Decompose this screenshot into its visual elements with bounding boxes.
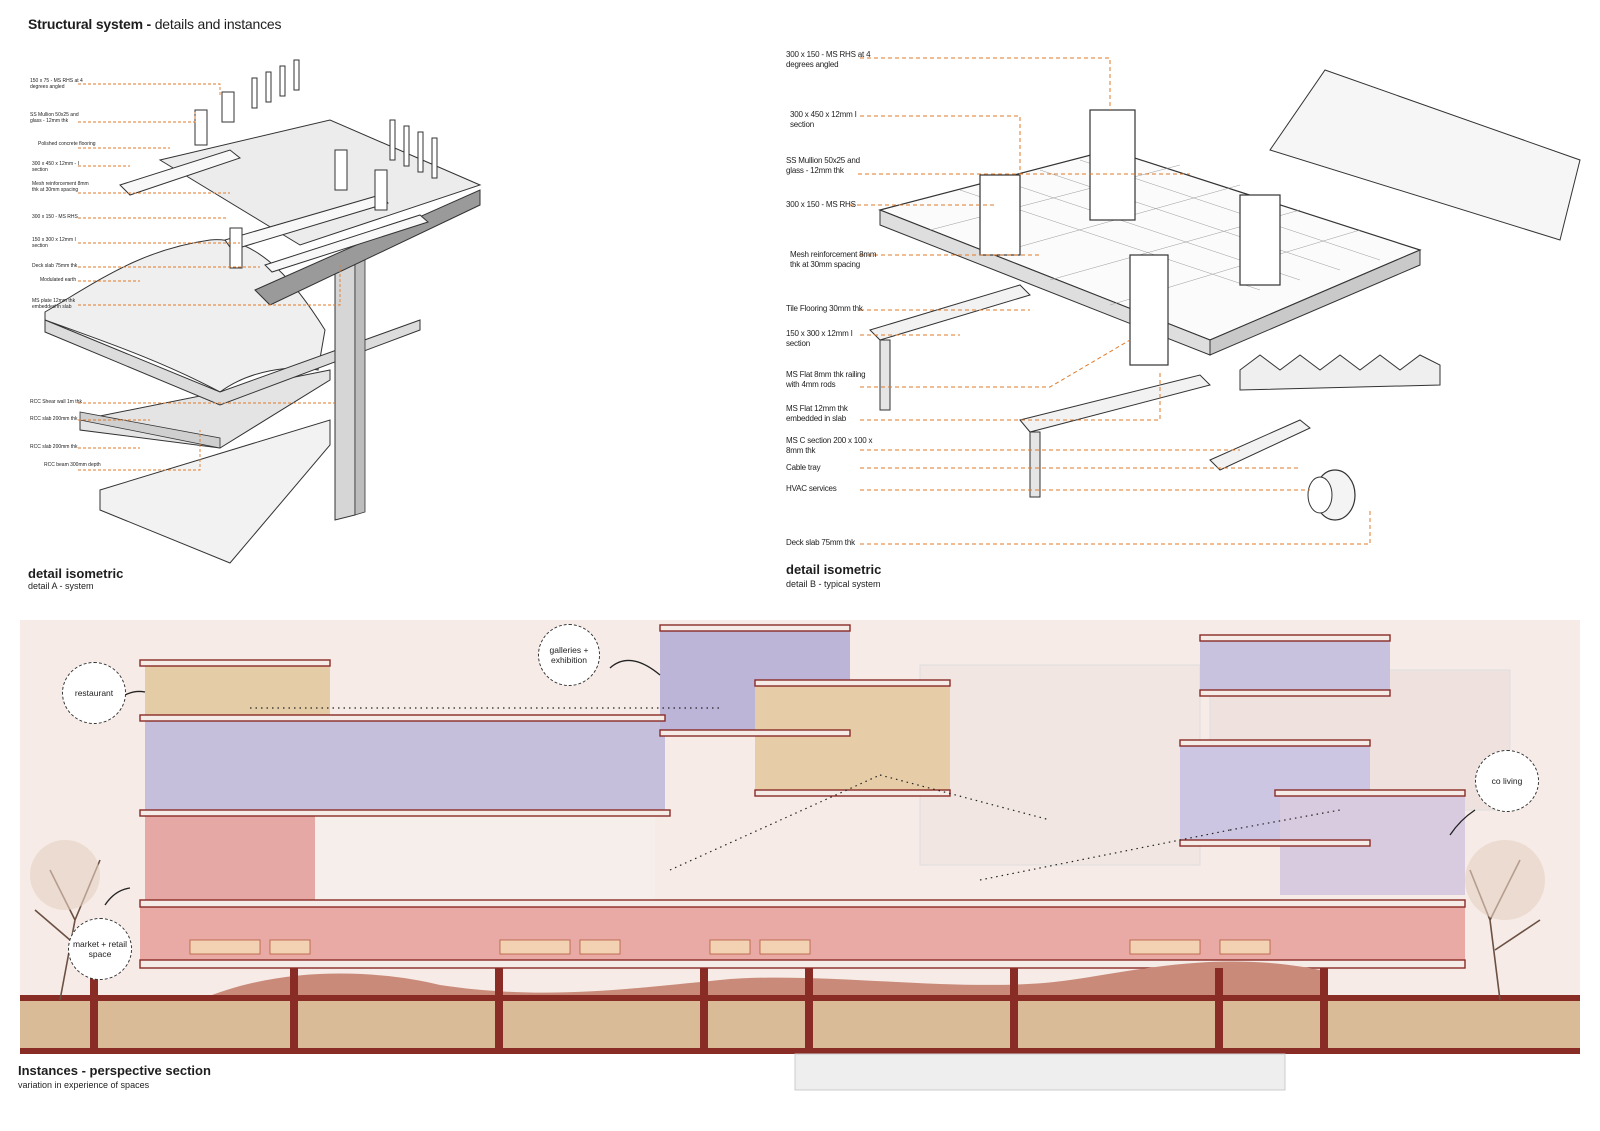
detail-b-panel: 300 x 150 - MS RHS at 4 degrees angled 3… [780, 40, 1581, 600]
restaurant-space [145, 665, 330, 715]
corrugated-deck [1239, 354, 1441, 391]
page-title: Structural system - details and instance… [28, 16, 281, 32]
detail-a-label-14: RCC beam 300mm depth [44, 462, 101, 468]
market-level [140, 905, 1465, 965]
rhs-column-3 [334, 149, 348, 191]
hvac-duct-inner [1307, 476, 1333, 514]
i-beam-web-1 [879, 339, 891, 411]
detail-b-title: detail isometric [786, 562, 882, 577]
detail-a-label-1: 150 x 75 - MS RHS at 4 degrees angled [30, 78, 83, 90]
detail-a-label-6: 300 x 150 - MS RHS [32, 214, 78, 220]
title-bold: Structural system - [28, 16, 155, 32]
detail-b-label-4: 300 x 150 - MS RHS [786, 200, 856, 209]
basement-foundation [794, 1053, 1286, 1091]
i-beam-web-2 [1029, 431, 1041, 498]
bg-block-1 [919, 664, 1201, 866]
i-beam-a [119, 149, 242, 196]
mid-gallery [755, 685, 950, 795]
detail-a-title: detail isometric [28, 566, 124, 581]
left-shop-space [145, 815, 315, 900]
floor-slabs [139, 624, 1466, 969]
i-beam-lower-1 [869, 284, 1031, 341]
detail-a-caption: detail A - system [28, 581, 94, 591]
deck-slab [158, 119, 482, 246]
rhs-column-5 [229, 227, 243, 269]
detail-b-drawing [850, 57, 1581, 545]
detail-b-label-2: 300 x 450 x 12mm I section [790, 110, 857, 129]
detail-b-label-3: SS Mullion 50x25 and glass - 12mm thk [786, 156, 860, 175]
rcc-slab-upper [44, 319, 421, 406]
atrium-space [315, 815, 655, 900]
bubble-galleries: galleries + exhibition [538, 624, 600, 686]
detail-b-label-1: 300 x 150 - MS RHS at 4 degrees angled [786, 50, 871, 69]
i-beam-lower-2 [1019, 374, 1211, 433]
title-light: details and instances [154, 16, 282, 32]
detail-a-panel: 150 x 75 - MS RHS at 4 degrees angled SS… [0, 0, 520, 600]
detail-b-label-7: 150 x 300 x 12mm I section [786, 329, 853, 348]
detail-b-label-5: Mesh reinforcement 8mm thk at 30mm spaci… [790, 250, 877, 269]
bubble-coliving: co living [1475, 750, 1539, 812]
modulated-earth [44, 239, 326, 393]
detail-a-label-10: MS plate 12mm thk embedded in slab [32, 298, 76, 310]
basement-structure [20, 968, 1580, 1054]
rhs-column-4 [374, 169, 388, 211]
detail-a-label-2: SS Mullion 50x25 and glass - 12mm thk [30, 112, 79, 124]
market-carts [189, 939, 1271, 955]
rhs-column-2 [194, 109, 208, 146]
detail-a-label-13: RCC slab 200mm thk [30, 444, 78, 450]
coliving-upper [1200, 640, 1390, 695]
gallery-hall [145, 720, 665, 810]
detail-b-label-9: MS Flat 12mm thk embedded in slab [786, 404, 848, 423]
detail-b-caption: detail B - typical system [786, 579, 881, 589]
detail-b-label-12: HVAC services [786, 484, 837, 493]
i-beam-long-right [1269, 69, 1581, 241]
floor-slab-edge-right [1209, 249, 1421, 356]
detail-b-leaders [850, 57, 1371, 545]
shear-wall [334, 249, 356, 521]
detail-a-leaders [78, 83, 341, 471]
shear-wall-side [354, 249, 366, 516]
mullions-a [251, 59, 438, 179]
perspective-section: restaurant galleries + exhibition co liv… [20, 620, 1580, 1091]
section-title: Instances - perspective section [18, 1063, 211, 1078]
lower-slab [99, 419, 331, 564]
middle-slab-edge [79, 411, 221, 449]
detail-a-drawing [44, 59, 482, 564]
bubble-market: market + retail space [68, 918, 132, 980]
i-beam-c [264, 214, 429, 273]
callout-arrows [104, 659, 1476, 906]
rhs-columns-b [979, 109, 1281, 366]
detail-b-label-11: Cable tray [786, 463, 821, 472]
i-beam-lower-3 [1209, 419, 1311, 471]
bubble-restaurant: restaurant [62, 662, 126, 724]
detail-a-label-4: 300 x 450 x 12mm - I section [32, 161, 79, 173]
detail-a-label-12: RCC slab 200mm thk [30, 416, 78, 422]
detail-a-label-11: RCC Shear wall 1m thk [30, 399, 82, 405]
rhs-column-1 [221, 91, 235, 123]
section-caption: variation in experience of spaces [18, 1080, 150, 1090]
detail-b-label-13: Deck slab 75mm thk [786, 538, 855, 547]
detail-a-label-3: Polished concrete flooring [38, 141, 96, 147]
detail-a-label-5: Mesh reinforcement 8mm thk at 30mm spaci… [32, 181, 89, 193]
section-drawing [20, 620, 1580, 1091]
detail-a-label-9: Modulated earth [40, 277, 77, 283]
tree-left-canopy [30, 840, 100, 910]
earth-mounds [200, 961, 1320, 1000]
detail-a-label-8: Deck slab 75mm thk [32, 263, 78, 269]
basement-parking [20, 1000, 1580, 1050]
detail-a-label-7: 150 x 300 x 12mm I section [32, 237, 76, 249]
detail-b-label-10: MS C section 200 x 100 x 8mm thk [786, 436, 873, 455]
tree-right-canopy [1465, 840, 1545, 920]
circulation-dots [250, 707, 1341, 881]
detail-b-label-8: MS Flat 8mm thk railing with 4mm rods [786, 370, 866, 389]
detail-b-label-6: Tile Flooring 30mm thk [786, 304, 863, 313]
